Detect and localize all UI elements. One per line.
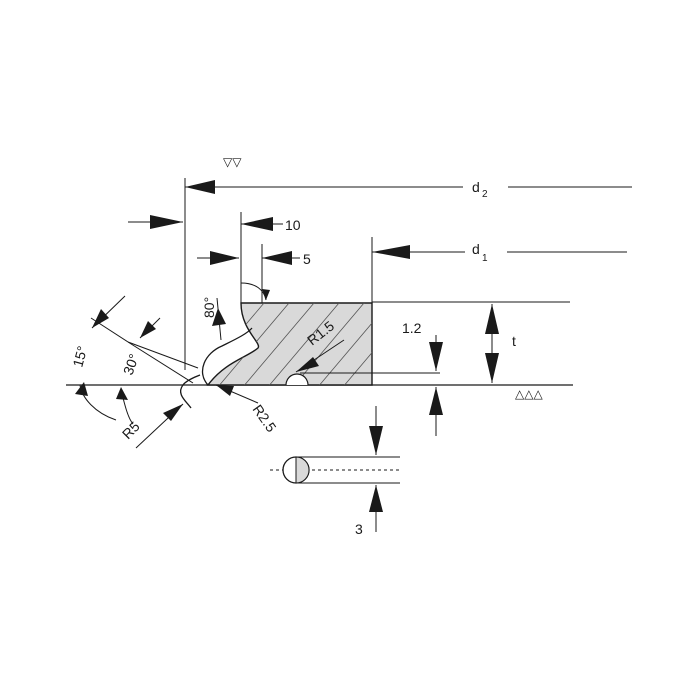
angle-construction: 15° 30° xyxy=(69,295,199,425)
surface-symbol-top: ▽▽ xyxy=(223,155,242,169)
dim-5-label: 5 xyxy=(303,251,311,267)
dimension-d1: d 1 xyxy=(372,241,627,264)
r2-5-label: R2.5 xyxy=(250,402,280,436)
d2-subscript: 2 xyxy=(482,189,488,200)
arrow-left-outer xyxy=(128,215,183,229)
t-label: t xyxy=(512,333,516,349)
angle-80-label: 80° xyxy=(201,297,217,318)
dimension-1-2: 1.2 xyxy=(402,320,443,436)
radius-r2-5: R2.5 xyxy=(215,384,280,436)
dim-10-label: 10 xyxy=(285,217,301,233)
lip-tip xyxy=(179,384,192,409)
cord-detail: 3 xyxy=(270,406,400,537)
cord-3-label: 3 xyxy=(355,521,363,537)
surface-symbol-bottom: △△△ xyxy=(515,387,543,401)
r5-label: R5 xyxy=(119,418,143,442)
dim-1-2-label: 1.2 xyxy=(402,320,422,336)
angle-80: 80° xyxy=(201,282,270,341)
dimension-10: 10 xyxy=(241,217,301,233)
d1-label: d xyxy=(472,241,480,257)
dimension-5: 5 xyxy=(197,251,311,267)
angle-15-label: 15° xyxy=(69,344,90,369)
dimension-t: t xyxy=(485,304,516,383)
dimension-d2: d 2 xyxy=(185,179,632,200)
d1-subscript: 1 xyxy=(482,253,488,264)
oring-groove xyxy=(285,373,309,386)
seal-cross-section xyxy=(179,302,373,409)
d2-label: d xyxy=(472,179,480,195)
lip-curve xyxy=(202,327,253,386)
angle-30-label: 30° xyxy=(120,352,142,377)
radius-r5: R5 xyxy=(119,403,184,449)
